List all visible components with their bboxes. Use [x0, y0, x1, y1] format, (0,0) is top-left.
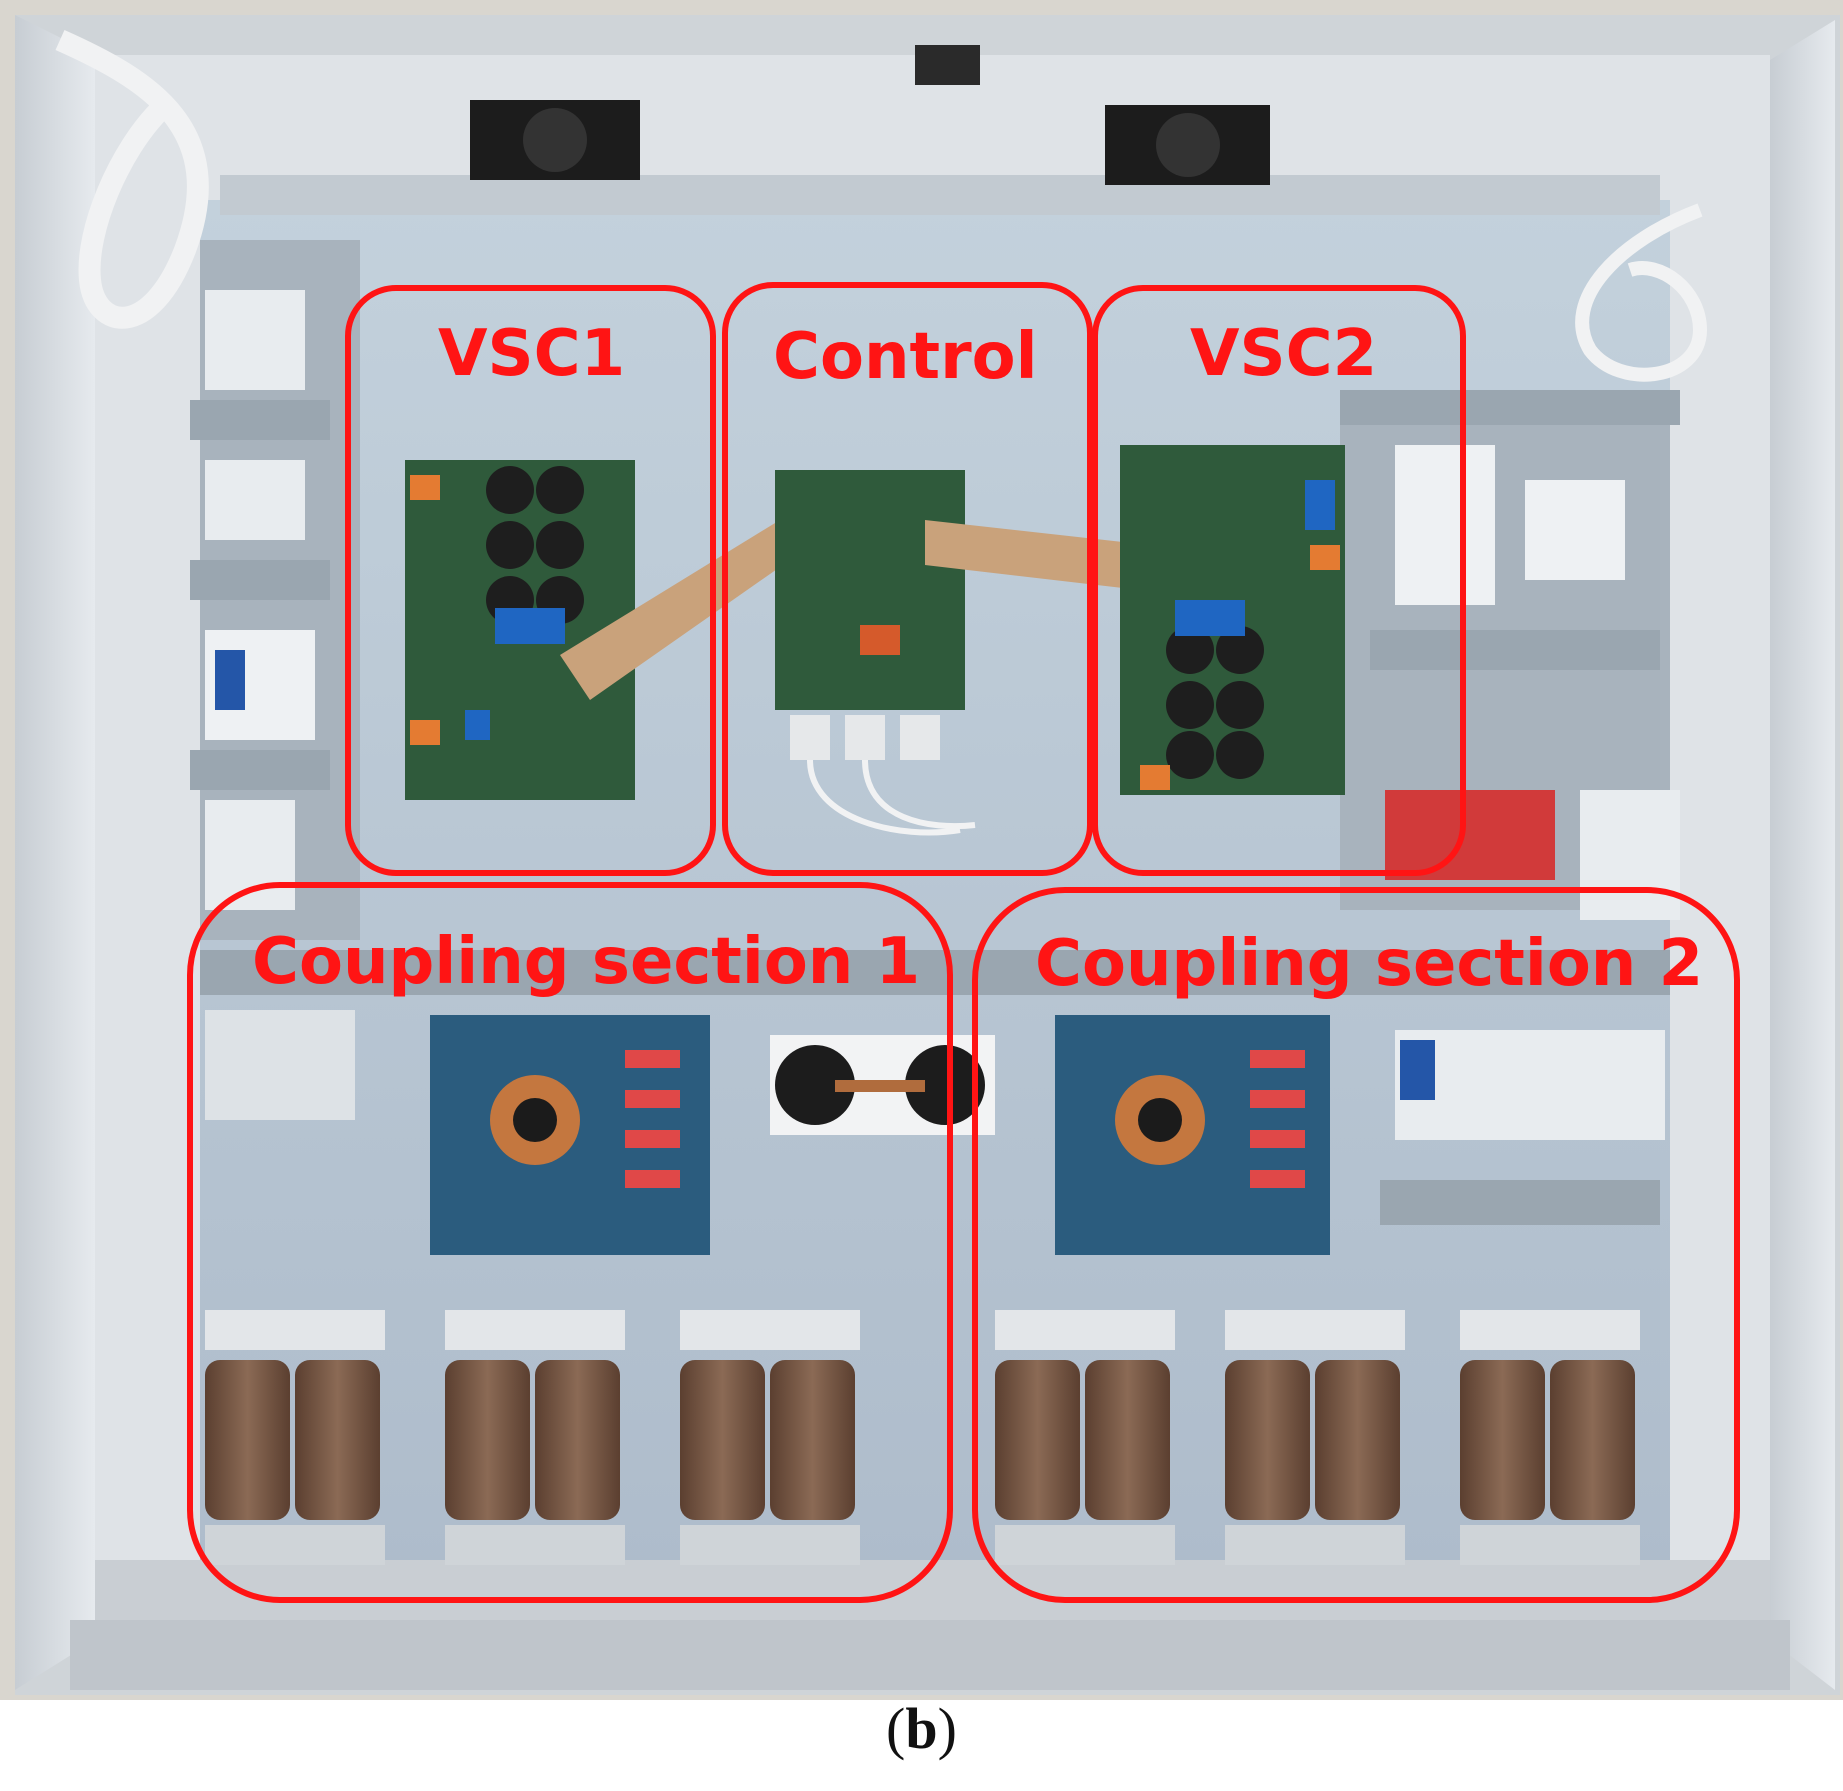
- vsc2-board: [1120, 445, 1345, 795]
- coupling-section-2-label: Coupling section 2: [1035, 927, 1704, 1001]
- filter-board-2: [1055, 1015, 1330, 1255]
- capacitor-bank: [770, 1035, 995, 1135]
- fan-left: [470, 100, 640, 180]
- vsc2-highlight-box: [1092, 285, 1466, 876]
- vsc1-label: VSC1: [438, 317, 626, 391]
- din-devices-left: [205, 290, 355, 1120]
- din-rails: [190, 390, 1680, 1225]
- vsc1-highlight-box: [345, 285, 716, 876]
- caption-letter: b: [905, 1696, 938, 1761]
- transformers-section-2: [995, 1310, 1640, 1565]
- figure-caption: (b): [886, 1696, 957, 1761]
- ribbon-cable-1: [560, 520, 790, 700]
- top-latch: [915, 45, 980, 85]
- control-board: [775, 470, 976, 836]
- transformers-section-1: [205, 1310, 860, 1565]
- coupling-section-2-highlight-box: [972, 887, 1740, 1603]
- cabinet-photo: [0, 0, 1843, 1700]
- control-highlight-box: [722, 282, 1093, 876]
- vsc1-board: [405, 460, 635, 800]
- coupling-section-1-highlight-box: [187, 882, 953, 1603]
- fan-right: [1105, 105, 1270, 185]
- filter-board-1: [430, 1015, 710, 1255]
- cable-right: [1575, 203, 1708, 382]
- coupling-section-1-label: Coupling section 1: [252, 925, 921, 999]
- vsc2-label: VSC2: [1190, 317, 1378, 391]
- din-devices-right: [1385, 445, 1680, 1140]
- control-label: Control: [773, 320, 1038, 394]
- cable-left: [55, 29, 209, 329]
